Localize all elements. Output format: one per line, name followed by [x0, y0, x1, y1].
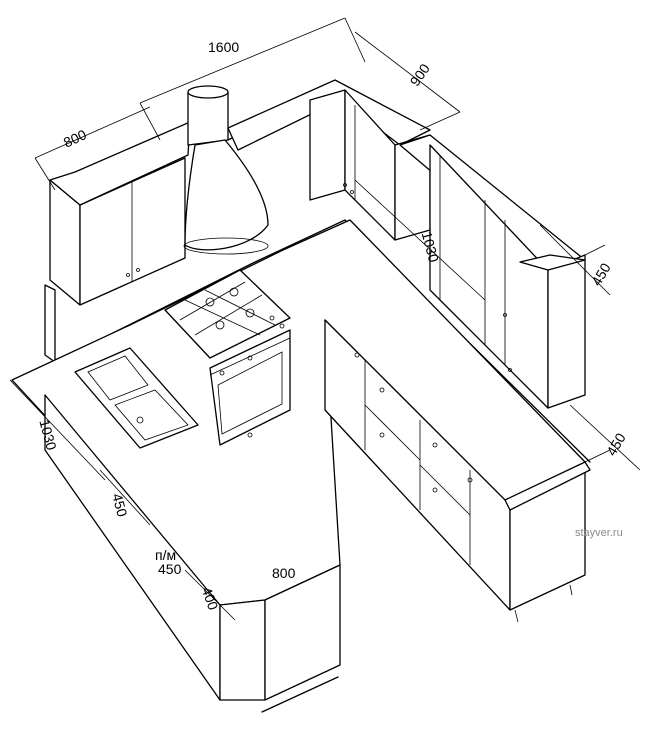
oven	[209, 329, 291, 446]
dim-peninsula-end-width: 800	[272, 565, 296, 581]
dim-top-length: 1600	[208, 39, 239, 55]
peninsula-base	[44, 394, 341, 713]
backsplash	[44, 284, 56, 363]
dim-right-base-depth: 450	[603, 430, 629, 458]
range-hood	[183, 85, 269, 255]
sink	[74, 347, 199, 449]
dim-right-upper-depth: 450	[588, 260, 614, 288]
dimension-lines	[9, 17, 641, 621]
upper-cabinet-left	[49, 121, 191, 306]
dim-peninsula-note: п/м	[155, 547, 176, 563]
base-cabinet-right	[324, 319, 591, 623]
gas-hob	[164, 269, 291, 359]
dim-peninsula-note-value: 450	[158, 561, 182, 577]
dim-left-wall-length: 1030	[36, 418, 60, 452]
watermark: stayver.ru	[575, 527, 623, 539]
dim-top-left-width: 800	[61, 126, 89, 150]
upper-cabinet-right	[399, 134, 586, 409]
dim-top-right-depth: 900	[406, 60, 433, 88]
dim-peninsula-end-depth: 400	[198, 585, 221, 613]
dim-peninsula-depth: 450	[109, 492, 131, 519]
dim-right-wall-length: 1030	[419, 230, 443, 264]
